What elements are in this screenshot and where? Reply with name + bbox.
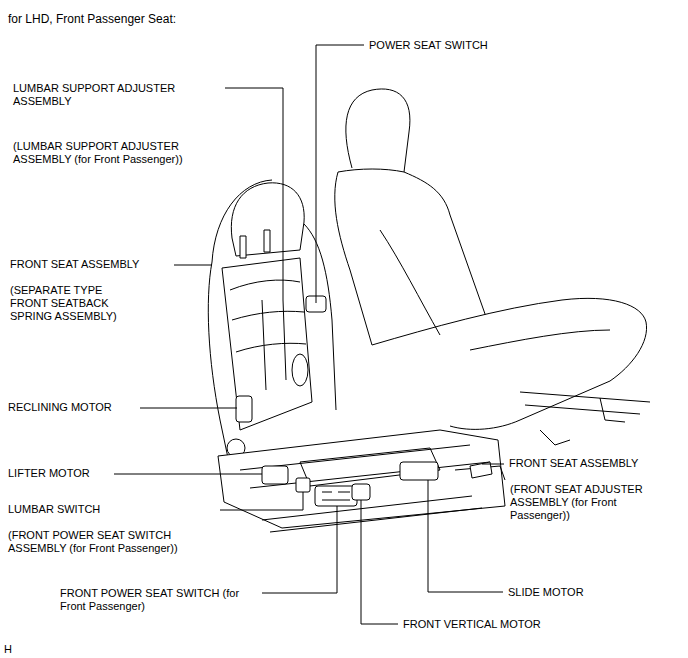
lumbar-motor (292, 354, 308, 386)
part-label: (LUMBAR SUPPORT ADJUSTER ASSEMBLY (for F… (13, 140, 225, 166)
lumbar-wire (230, 280, 306, 352)
part-label: LIFTER MOTOR (8, 467, 128, 480)
part-label: LUMBAR SUPPORT ADJUSTER ASSEMBLY (13, 82, 213, 108)
lumbar-wire (262, 300, 286, 390)
leader-line (220, 492, 303, 510)
seat-outline (335, 172, 372, 345)
leader-line (482, 464, 504, 465)
front-seat-frame (208, 180, 505, 532)
part-label: POWER SEAT SWITCH (369, 39, 569, 52)
seat-outline (346, 89, 410, 172)
slide-motor (400, 462, 438, 480)
leader-line (262, 506, 337, 593)
rear-seat (335, 89, 650, 445)
front-vertical-motor (352, 484, 370, 500)
leader-line (174, 265, 212, 266)
part-label: FRONT POWER SEAT SWITCH (for Front Passe… (60, 587, 250, 613)
seat-outline (304, 224, 336, 410)
leader-lines (114, 45, 504, 624)
headrest-post (240, 236, 246, 258)
lifter-motor (262, 466, 288, 484)
leader-line (361, 500, 398, 624)
switch-knob (322, 492, 350, 500)
part-label: (FRONT SEAT ADJUSTER ASSEMBLY (for Front… (510, 483, 670, 522)
part-label: RECLINING MOTOR (8, 401, 148, 414)
part-label: (SEPARATE TYPE FRONT SEATBACK SPRING ASS… (10, 284, 135, 323)
seat-outline (372, 298, 647, 429)
leader-line (428, 480, 503, 592)
leader-line (225, 88, 283, 300)
leader-line (316, 45, 364, 303)
headrest-post (264, 230, 270, 252)
diagram-title: for LHD, Front Passenger Seat: (8, 13, 176, 26)
part-label: FRONT SEAT ASSEMBLY (509, 457, 679, 470)
lumbar-switch (296, 478, 310, 492)
seat-rail (262, 466, 505, 532)
part-label: LUMBAR SWITCH (8, 503, 128, 516)
leader-line (140, 408, 237, 409)
reclining-motor (236, 396, 252, 422)
figure-code: H (4, 643, 24, 656)
part-label: FRONT SEAT ASSEMBLY (10, 258, 180, 271)
seat-outline (470, 330, 610, 350)
seat-frame (240, 445, 490, 488)
part-label: (FRONT POWER SEAT SWITCH ASSEMBLY (for F… (8, 529, 208, 555)
front-power-seat-switch (315, 486, 357, 506)
leader-line (114, 474, 262, 475)
part-label: SLIDE MOTOR (508, 586, 628, 599)
seat-outline (338, 169, 404, 172)
seat-rail (520, 392, 650, 445)
seatback-frame (222, 258, 312, 430)
seat-outline (380, 230, 440, 335)
part-label: FRONT VERTICAL MOTOR (403, 618, 603, 631)
